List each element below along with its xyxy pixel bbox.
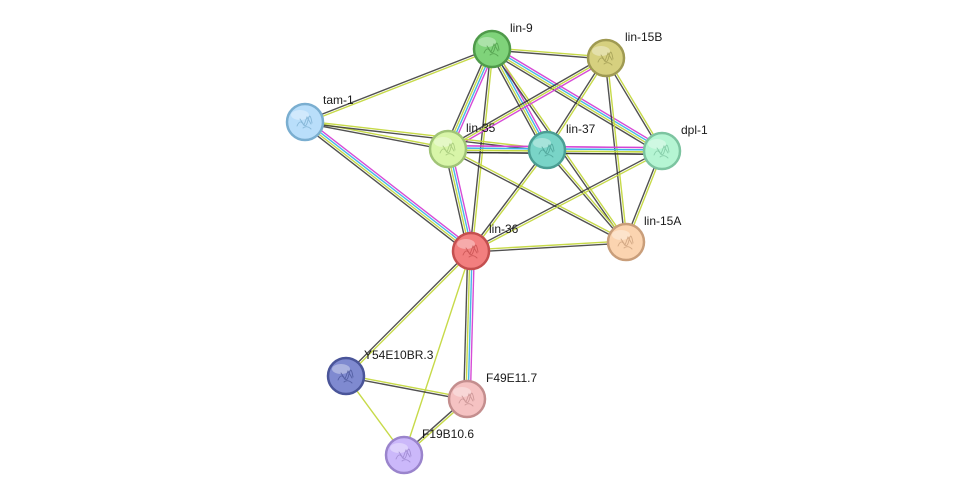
edge-line-textmining	[465, 250, 471, 399]
edge-lin-36-f19b10-6[interactable]	[403, 250, 472, 456]
protein-structure-icon	[296, 115, 313, 130]
protein-structure-icon	[439, 142, 456, 157]
protein-structure-icon	[337, 369, 354, 384]
edge-lin-37-lin-15a[interactable]	[545, 148, 628, 244]
node-lin-15a[interactable]: lin-15A	[606, 214, 681, 262]
edge-line-coexpression	[488, 50, 545, 152]
node-label: F49E11.7	[486, 371, 537, 385]
edge-line-database	[467, 251, 473, 400]
edge-line-coexpression	[345, 376, 467, 401]
protein-structure-icon	[538, 143, 555, 158]
edge-line-coexpression	[447, 149, 626, 244]
edge-lin-37-lin-36[interactable]	[469, 148, 549, 253]
node-label: dpl-1	[681, 123, 708, 137]
node-highlight	[612, 230, 630, 240]
node-lin-9[interactable]: lin-9	[472, 21, 533, 69]
edge-line-experiments	[493, 45, 665, 149]
node-lin-37[interactable]: lin-37	[527, 122, 596, 170]
node-tam-1[interactable]: tam-1	[285, 93, 354, 142]
node-f49e11-7[interactable]: F49E11.7	[447, 371, 537, 419]
protein-structure-icon	[458, 392, 475, 407]
node-label: lin-15B	[625, 30, 662, 44]
edge-line-textmining	[305, 120, 548, 150]
node-highlight	[332, 364, 350, 374]
edge-line-coexpression	[463, 250, 469, 399]
edge-line-textmining	[346, 251, 473, 378]
edge-line-experiments	[547, 146, 663, 149]
edge-line-textmining	[471, 150, 549, 253]
edge-line-coexpression	[302, 124, 470, 255]
edge-line-textmining	[403, 250, 472, 456]
node-label: lin-36	[489, 222, 519, 236]
nodes-layer: lin-9 lin-15B tam-1 lin-35 lin-37 dpl-1 lin-15…	[285, 21, 708, 475]
edge-line-textmining	[448, 147, 627, 242]
node-highlight	[478, 37, 496, 47]
node-y54e10br-3[interactable]: Y54E10BR.3	[326, 348, 434, 396]
protein-structure-icon	[483, 42, 500, 57]
edge-line-coexpression	[304, 47, 492, 122]
protein-structure-icon	[462, 244, 479, 259]
edge-dpl-1-lin-36[interactable]	[470, 149, 663, 253]
edge-line-coexpression	[546, 152, 662, 155]
node-highlight	[592, 46, 610, 56]
node-highlight	[291, 110, 309, 120]
edge-lin-15b-lin-35[interactable]	[446, 55, 608, 152]
node-f19b10-6[interactable]: F19B10.6	[384, 427, 474, 475]
protein-structure-icon	[653, 144, 670, 159]
edge-line-coexpression	[304, 122, 448, 151]
edge-lin-36-lin-15a[interactable]	[470, 240, 627, 253]
node-highlight	[648, 139, 666, 149]
edge-y54e10br-3-f49e11-7[interactable]	[345, 374, 468, 401]
node-dpl-1[interactable]: dpl-1	[642, 123, 708, 171]
edge-line-textmining	[303, 122, 471, 253]
edge-line-experiments	[448, 59, 608, 152]
node-label: lin-35	[466, 121, 496, 135]
edge-lin-36-y54e10br-3[interactable]	[344, 249, 473, 378]
edge-line-textmining	[346, 374, 468, 399]
edge-line-coexpression	[470, 149, 662, 251]
edge-line-experiments	[469, 251, 475, 400]
edge-line-coexpression	[545, 150, 626, 244]
node-lin-36[interactable]: lin-36	[451, 222, 519, 271]
edge-line-database	[305, 120, 473, 251]
edge-line-coexpression	[446, 55, 606, 148]
node-highlight	[533, 138, 551, 148]
node-label: lin-9	[510, 21, 533, 35]
edge-line-coexpression	[469, 148, 547, 251]
edge-line-experiments	[306, 118, 474, 249]
node-label: lin-15A	[644, 214, 681, 228]
node-highlight	[390, 443, 408, 453]
edge-line-textmining	[447, 57, 607, 150]
node-label: tam-1	[323, 93, 354, 107]
edge-lin-9-tam-1[interactable]	[304, 47, 493, 124]
node-lin-15b[interactable]: lin-15B	[586, 30, 662, 78]
node-lin-35[interactable]: lin-35	[428, 121, 496, 169]
edge-line-textmining	[547, 148, 628, 242]
protein-structure-icon	[597, 51, 614, 66]
edge-line-textmining	[305, 49, 493, 124]
edge-line-textmining	[471, 151, 663, 253]
edge-line-coexpression	[344, 249, 471, 376]
node-label: lin-37	[566, 122, 596, 136]
edge-line-textmining	[470, 240, 626, 251]
protein-structure-icon	[617, 235, 634, 250]
node-highlight	[453, 387, 471, 397]
node-label: Y54E10BR.3	[364, 348, 434, 362]
protein-structure-icon	[395, 448, 412, 463]
edge-lin-35-lin-15a[interactable]	[447, 147, 627, 244]
node-highlight	[434, 137, 452, 147]
node-highlight	[457, 239, 475, 249]
edge-line-coexpression	[471, 242, 627, 253]
edge-lin-36-f49e11-7[interactable]	[463, 250, 475, 400]
node-label: F19B10.6	[422, 427, 474, 441]
edge-tam-1-lin-36[interactable]	[302, 118, 474, 255]
